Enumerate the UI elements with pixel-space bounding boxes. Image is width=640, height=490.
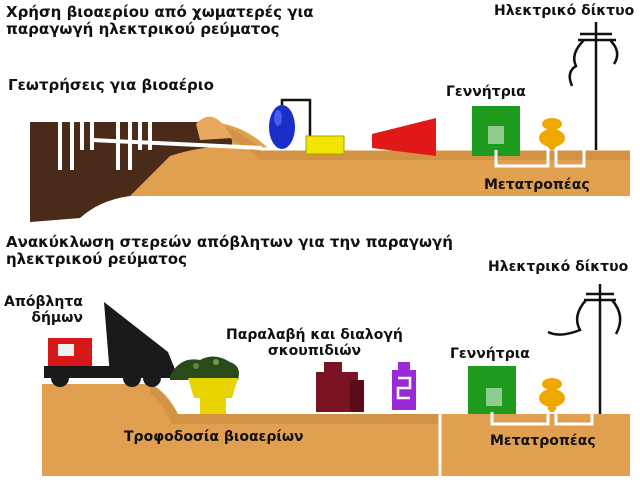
top-turbine (372, 118, 436, 156)
top-title: Χρήση βιοαερίου από χωματερές για παραγω… (6, 3, 314, 39)
reception-label-line2: σκουπιδιών (267, 343, 362, 360)
bottom-panel (42, 284, 630, 476)
top-grid-label: Ηλεκτρικό δίκτυο (494, 3, 635, 19)
top-generator-label: Γεννήτρια (446, 84, 526, 100)
top-power-pole (568, 22, 619, 150)
top-generator (472, 106, 520, 156)
bottom-converter (539, 378, 565, 412)
reception-building (316, 362, 364, 412)
bottom-grid-label: Ηλεκτρικό δίκτυο (488, 259, 629, 275)
separator-unit (392, 362, 416, 410)
feed-hopper (188, 378, 238, 414)
feed-label: Τροφοδοσία βιοαερίων (124, 429, 304, 445)
bottom-generator (468, 366, 516, 414)
top-blue-tank (269, 98, 312, 149)
top-title-line1: Χρήση βιοαερίου από χωματερές για (6, 3, 314, 21)
bottom-title-line2: ηλεκτρικού ρεύματος (6, 250, 187, 269)
top-compressor (305, 135, 345, 155)
top-panel (30, 22, 630, 222)
bottom-title-line1: Ανακύκλωση στερεών απόβλητων για την παρ… (6, 233, 453, 251)
reception-label-line1: Παραλαβή και διαλογή (226, 327, 403, 343)
bottom-ground (42, 384, 440, 476)
reception-label: Παραλαβή και διαλογή σκουπιδιών (226, 327, 403, 359)
garbage-pile (170, 356, 239, 380)
bottom-ground-right (440, 414, 630, 476)
wells-label: Γεωτρήσεις για βιοαέριο (8, 76, 214, 94)
garbage-truck (44, 302, 176, 387)
top-converter (539, 118, 565, 150)
bottom-generator-label: Γεννήτρια (450, 346, 530, 362)
waste-label: Απόβλητα δήμων (4, 294, 83, 326)
bottom-title: Ανακύκλωση στερεών απόβλητων για την παρ… (6, 233, 453, 269)
bottom-power-pole (547, 284, 622, 414)
waste-label-line2: δήμων (31, 310, 83, 327)
top-landfill-mound (196, 116, 232, 140)
bottom-wires (490, 330, 594, 426)
top-title-line2: παραγωγή ηλεκτρικού ρεύματος (6, 20, 280, 39)
top-gas-wells (58, 98, 263, 170)
bottom-converter-label: Μετατροπέας (490, 433, 596, 449)
waste-label-line1: Απόβλητα (4, 294, 83, 310)
top-converter-label: Μετατροπέας (484, 177, 590, 193)
reception-pipe (364, 376, 392, 394)
top-wires (494, 80, 586, 168)
